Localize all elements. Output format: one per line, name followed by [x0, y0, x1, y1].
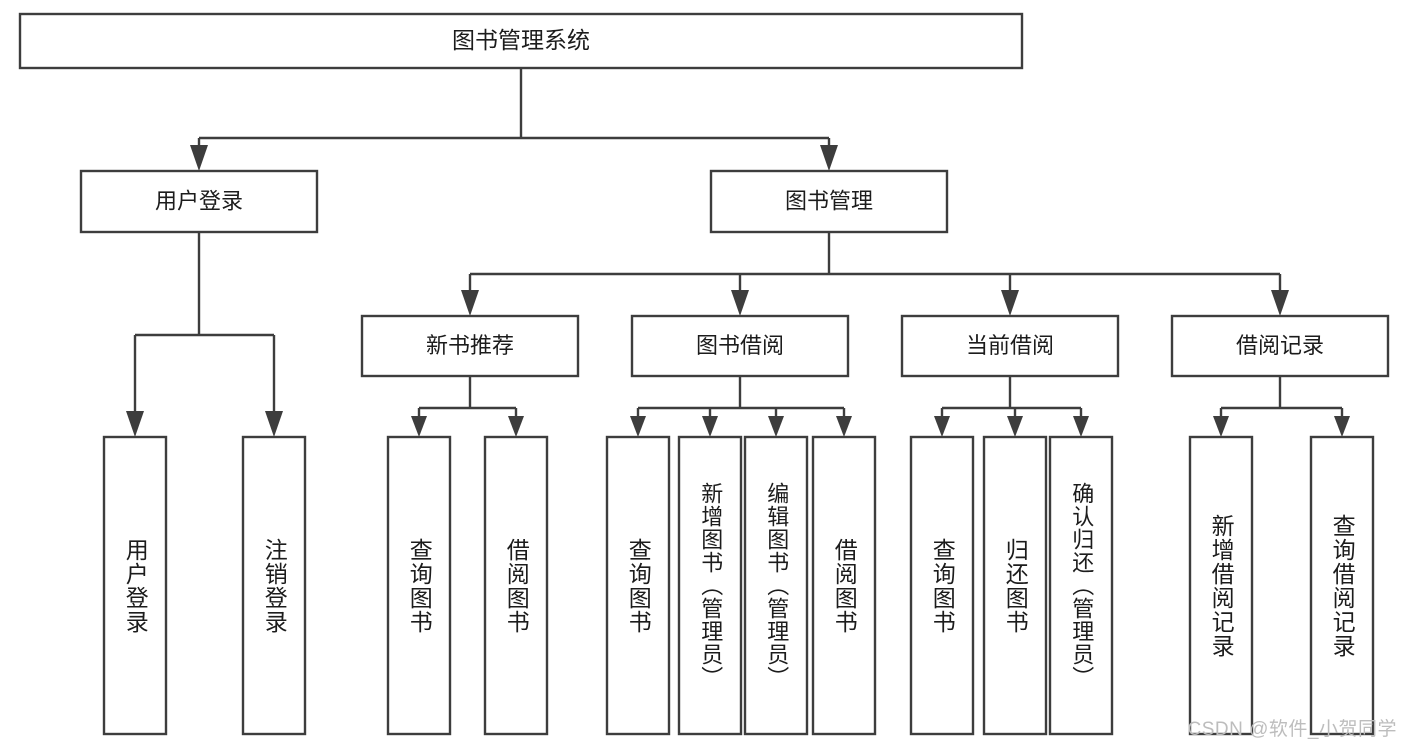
- node-box-leaf-query-book-1[interactable]: [386, 435, 452, 736]
- arrowhead-current-borrow: [1001, 290, 1019, 316]
- node-box-leaf-user-login[interactable]: [102, 435, 168, 736]
- node-box-book-borrow[interactable]: [630, 314, 850, 378]
- arrowhead-leaf-confirm-return: [1073, 416, 1089, 437]
- node-box-new-book-recommend[interactable]: [360, 314, 580, 378]
- node-box-root[interactable]: [18, 12, 1024, 70]
- node-label-root: 图书管理系统: [452, 27, 590, 53]
- arrowhead-leaf-query-book-2: [630, 416, 646, 437]
- arrowhead-leaf-logout: [265, 411, 283, 437]
- node-box-leaf-edit-book[interactable]: [743, 435, 809, 736]
- node-box-leaf-query-record[interactable]: [1309, 435, 1375, 736]
- arrowhead-leaf-borrow-book-2: [836, 416, 852, 437]
- node-box-leaf-borrow-book-2[interactable]: [811, 435, 877, 736]
- node-box-leaf-return-book[interactable]: [982, 435, 1048, 736]
- arrowhead-leaf-edit-book: [768, 416, 784, 437]
- node-box-leaf-borrow-book-1[interactable]: [483, 435, 549, 736]
- arrowhead-leaf-user-login: [126, 411, 144, 437]
- node-label-current-borrow: 当前借阅: [966, 333, 1054, 358]
- arrowhead-leaf-query-record: [1334, 416, 1350, 437]
- arrowhead-leaf-add-book: [702, 416, 718, 437]
- connector-layer: [126, 68, 1350, 437]
- node-box-leaf-add-record[interactable]: [1188, 435, 1254, 736]
- node-box-current-borrow[interactable]: [900, 314, 1120, 378]
- arrowhead-leaf-query-book-1: [411, 416, 427, 437]
- node-box-borrow-record[interactable]: [1170, 314, 1390, 378]
- node-label-user-login: 用户登录: [155, 188, 243, 213]
- node-box-leaf-confirm-return[interactable]: [1048, 435, 1114, 736]
- node-box-leaf-logout[interactable]: [241, 435, 307, 736]
- csdn-watermark: CSDN @软件_小贺同学: [1187, 719, 1397, 740]
- node-label-new-book-recommend: 新书推荐: [426, 333, 514, 358]
- node-label-borrow-record: 借阅记录: [1236, 333, 1324, 358]
- arrowhead-leaf-query-book-3: [934, 416, 950, 437]
- arrowhead-new-book-recommend: [461, 290, 479, 316]
- node-label-book-manage: 图书管理: [785, 188, 873, 213]
- arrowhead-book-manage: [820, 145, 838, 171]
- arrowhead-leaf-borrow-book-1: [508, 416, 524, 437]
- arrowhead-user-login: [190, 145, 208, 171]
- arrowhead-leaf-add-record: [1213, 416, 1229, 437]
- node-box-book-manage[interactable]: [709, 169, 949, 234]
- arrowhead-borrow-record: [1271, 290, 1289, 316]
- arrowhead-leaf-return-book: [1007, 416, 1023, 437]
- node-box-leaf-add-book[interactable]: [677, 435, 743, 736]
- node-box-user-login[interactable]: [79, 169, 319, 234]
- node-box-leaf-query-book-3[interactable]: [909, 435, 975, 736]
- arrowhead-book-borrow: [731, 290, 749, 316]
- node-label-book-borrow: 图书借阅: [696, 333, 784, 358]
- node-box-layer: [18, 12, 1390, 736]
- node-box-leaf-query-book-2[interactable]: [605, 435, 671, 736]
